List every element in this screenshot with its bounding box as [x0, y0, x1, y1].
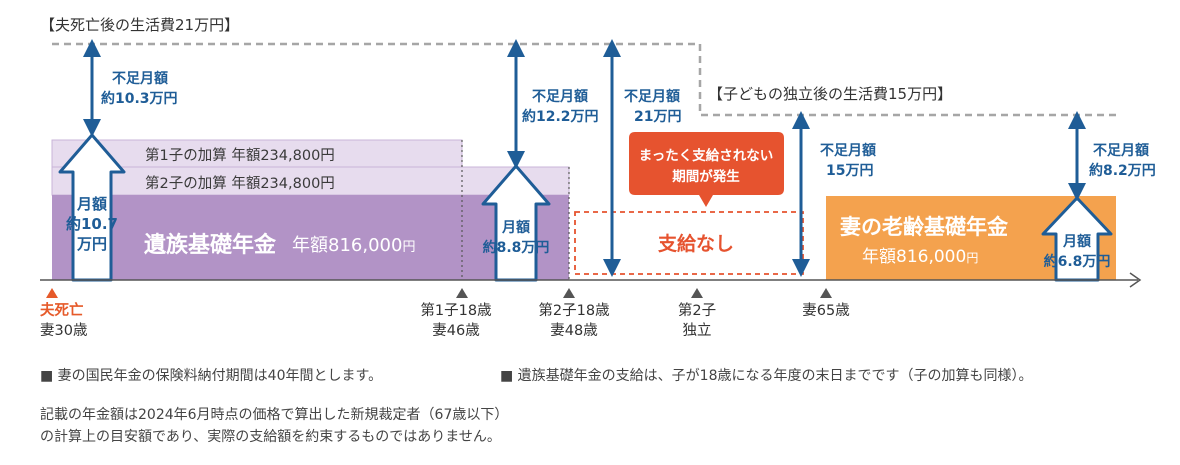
shortfall-2-line2: 約12.2万円 — [522, 108, 599, 125]
timeline-independent-line2: 独立 — [683, 322, 712, 339]
timeline-child1-age: 妻46歳 — [432, 322, 479, 339]
callout-line2: 期間が発生 — [672, 168, 740, 185]
disclaimer-line1: 記載の年金額は2024年6月時点の価格で算出した新規裁定者（67歳以下） — [40, 407, 509, 423]
survivor-pension-block — [52, 195, 569, 280]
shortfall-1-line2: 約10.3万円 — [101, 90, 178, 107]
survivor-pension-amount: 年額816,000円 — [292, 235, 415, 256]
callout-line1: まったく支給されない — [639, 147, 773, 164]
child1-addition-band — [51, 139, 463, 168]
child2-addition-band — [51, 166, 570, 196]
child1-addition-label: 第1子の加算 年額234,800円 — [145, 146, 335, 164]
shortfall-5-line2: 約8.2万円 — [1089, 162, 1156, 179]
pension-up-arrow-1-line2: 約10.7 — [66, 215, 118, 233]
living-cost-21-line — [52, 42, 1118, 117]
pension-up-arrow-3-line1: 月額 — [1062, 233, 1091, 250]
timeline-child2-age: 妻48歳 — [550, 322, 597, 339]
child2-addition-label: 第2子の加算 年額234,800円 — [145, 174, 335, 192]
note-survivor-period: ■ 遺族基礎年金の支給は、子が18歳になる年度の末日までです（子の加算も同様）。 — [500, 368, 1033, 384]
marker-death — [46, 288, 58, 298]
shortfall-5-line1: 不足月額 — [1093, 142, 1149, 159]
no-payment-callout — [629, 132, 784, 207]
timeline-death-event: 夫死亡 — [40, 301, 84, 319]
pension-up-arrow-3-line2: 約6.8万円 — [1044, 253, 1111, 270]
timeline-death-age: 妻30歳 — [40, 322, 87, 339]
living-after-independence-label: 【子どもの独立後の生活費15万円】 — [708, 85, 952, 103]
no-payment-label: 支給なし — [657, 232, 734, 255]
pension-up-arrow-1-line1: 月額 — [76, 195, 107, 213]
timeline-arrowhead — [1129, 272, 1142, 288]
disclaimer-line2: の計算上の目安額であり、実際の支給額を約束するものではありません。 — [40, 429, 501, 445]
pension-up-arrow-2-line1: 月額 — [501, 219, 530, 236]
timeline-child1-event: 第1子18歳 — [420, 301, 491, 319]
disclaimer: 記載の年金額は2024年6月時点の価格で算出した新規裁定者（67歳以下） の計算… — [40, 404, 508, 448]
marker-child2 — [563, 288, 575, 298]
note-payment-period: ■ 妻の国民年金の保険料納付期間は40年間とします。 — [40, 368, 383, 384]
timeline-child2-event: 第2子18歳 — [538, 301, 609, 319]
living-after-death-label: 【夫死亡後の生活費21万円】 — [40, 16, 239, 34]
shortfall-4-line2: 15万円 — [826, 163, 873, 179]
pension-up-arrow-1-line3: 万円 — [76, 235, 107, 253]
marker-independent — [691, 288, 703, 298]
marker-child1 — [456, 288, 468, 298]
shortfall-4-line1: 不足月額 — [820, 142, 876, 159]
timeline-age65: 妻65歳 — [802, 302, 849, 319]
marker-age65 — [820, 288, 832, 298]
wife-pension-amount: 年額816,000円 — [862, 247, 978, 267]
pension-up-arrow-2-line2: 約8.8万円 — [483, 239, 550, 256]
shortfall-1-line1: 不足月額 — [112, 70, 168, 87]
shortfall-3-line2: 21万円 — [634, 109, 681, 125]
shortfall-3-line1: 不足月額 — [624, 88, 680, 105]
no-payment-box — [574, 211, 804, 275]
wife-pension-name: 妻の老齢基礎年金 — [840, 215, 1009, 239]
survivor-pension-name: 遺族基礎年金 — [144, 232, 277, 258]
timeline-independent-line1: 第2子 — [678, 301, 716, 319]
shortfall-2-line1: 不足月額 — [532, 88, 588, 105]
